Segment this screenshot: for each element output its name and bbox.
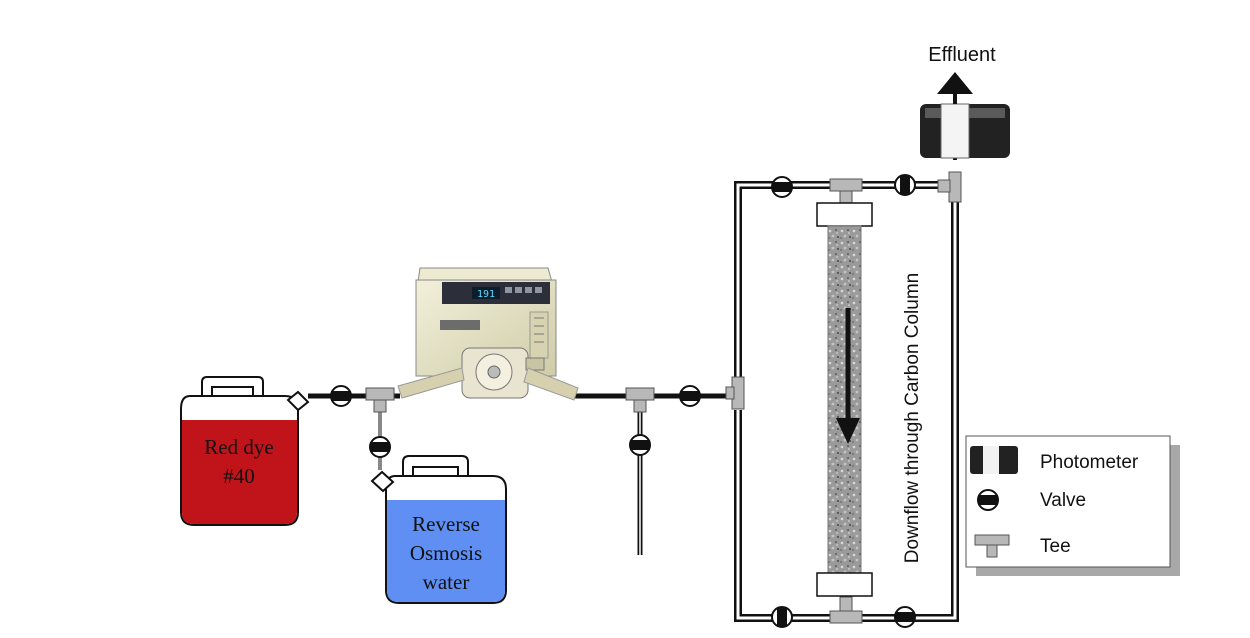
pump-display-readout: 191 (477, 289, 495, 300)
ro-water-label-line2: Osmosis (410, 541, 482, 565)
tee-dye-line (365, 387, 395, 413)
legend: Photometer Valve Tee (965, 435, 1180, 576)
tee-outlet-line (625, 387, 655, 413)
ro-water-label-line3: water (423, 570, 470, 594)
tee-column-top (829, 178, 863, 206)
photometer-icon (970, 446, 1018, 474)
valve-top-left (771, 176, 793, 198)
ro-water-container: Reverse Osmosis water (370, 455, 507, 604)
legend-label-valve: Valve (1040, 490, 1086, 511)
valve-bottom-left (771, 606, 793, 628)
valve-top-right (894, 174, 916, 196)
carbon-column (816, 202, 873, 597)
tee-outlet-top (937, 171, 962, 203)
valve-outlet (679, 385, 701, 407)
peristaltic-pump: 191 (397, 267, 579, 401)
valve-dye (330, 385, 352, 407)
photometer (920, 103, 1010, 159)
downflow-arrow (836, 308, 860, 444)
red-dye-label: Red dye (204, 435, 273, 459)
effluent-label: Effluent (928, 44, 996, 66)
red-dye-container: Red dye #40 (180, 376, 310, 526)
ro-water-label-line1: Reverse (412, 512, 480, 536)
red-dye-number: #40 (223, 464, 255, 488)
tee-loop-inlet (725, 376, 745, 410)
legend-label-photometer: Photometer (1040, 452, 1139, 473)
valve-icon (977, 489, 999, 511)
valve-bottom-right (894, 606, 916, 628)
valve-ro (369, 436, 391, 458)
column-caption: Downflow through Carbon Column (902, 273, 923, 563)
tee-column-bottom (829, 596, 863, 624)
effluent-arrow (937, 72, 973, 104)
legend-label-tee: Tee (1040, 536, 1071, 557)
tee-icon (974, 534, 1010, 558)
valve-drain (629, 434, 651, 456)
